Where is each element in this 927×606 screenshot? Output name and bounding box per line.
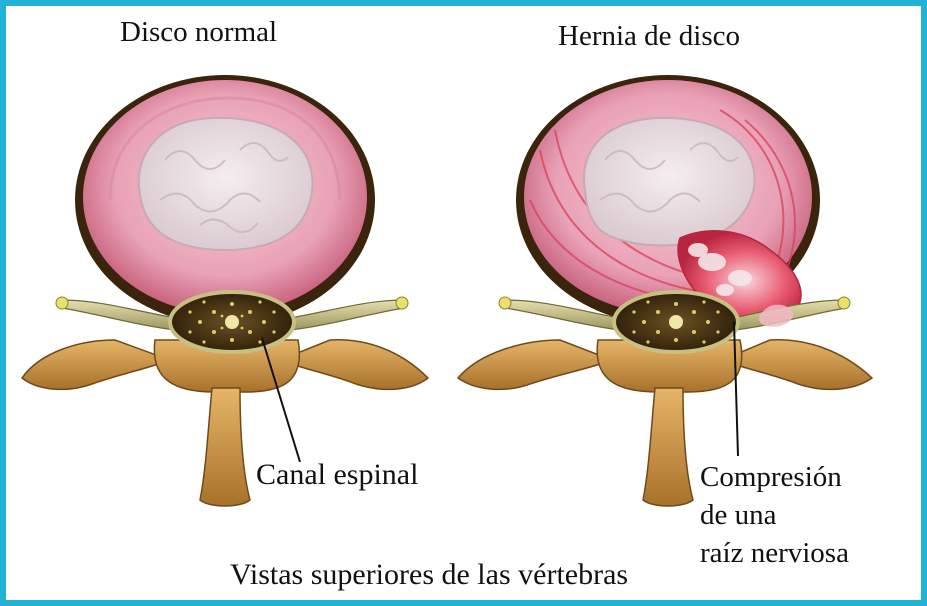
normal-vertebra: [22, 75, 428, 506]
nerve-compression-line-3: raíz nerviosa: [700, 534, 910, 572]
nerve-tip-left: [56, 297, 68, 309]
nucleus-pulposus: [584, 118, 755, 246]
transverse-process-right: [280, 340, 428, 390]
spinal-canal-label: Canal espinal: [256, 460, 418, 490]
nerve-tip-left: [499, 297, 511, 309]
nerve-tip-right: [838, 297, 850, 309]
nerve-compression-line-2: de una: [700, 496, 910, 534]
herniated-disc-title: Hernia de disco: [558, 22, 740, 51]
spinous-process: [200, 388, 250, 506]
herniated-vertebra: [458, 75, 872, 506]
transverse-process-left: [22, 340, 170, 389]
nerve-compression-label: Compresión de una raíz nerviosa: [700, 458, 910, 572]
transverse-process-right: [722, 340, 872, 390]
figure-caption: Vistas superiores de las vértebras: [230, 560, 628, 590]
nucleus-pulposus: [139, 118, 313, 250]
spinous-process: [643, 388, 693, 506]
normal-disc-title: Disco normal: [120, 18, 277, 47]
transverse-process-left: [458, 340, 612, 389]
nerve-tip-right: [396, 297, 408, 309]
nerve-compression-line-1: Compresión: [700, 458, 910, 496]
